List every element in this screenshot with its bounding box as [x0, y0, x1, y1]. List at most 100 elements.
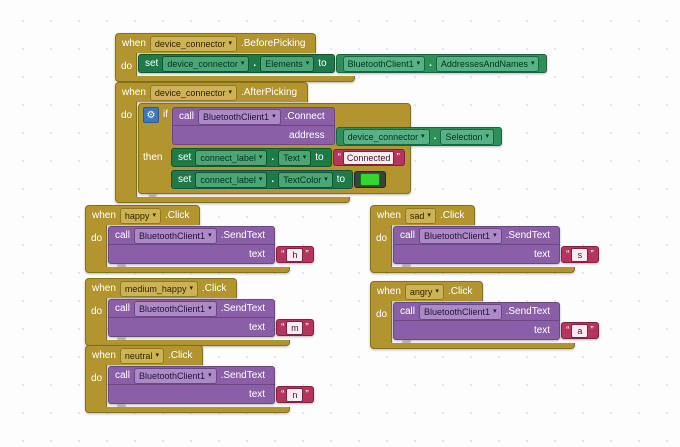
- event-block-neutral-click[interactable]: when neutral ▾ .Click do call BluetoothC…: [85, 345, 314, 413]
- if-block[interactable]: ⚙ if call BluetoothClient1 ▾ .Connect: [138, 103, 502, 198]
- text-string-block[interactable]: “ h ”: [276, 246, 314, 263]
- dropdown-arrow-icon: ▾: [416, 60, 421, 67]
- property-dropdown[interactable]: Selection ▾: [440, 128, 494, 145]
- text-string-block[interactable]: “ n ”: [276, 386, 314, 403]
- do-slot: do: [115, 53, 137, 76]
- property-getter-block[interactable]: device_connector ▾ . Selection ▾: [335, 127, 502, 146]
- arg-row: text: [393, 245, 561, 264]
- component-dropdown[interactable]: connect_label ▾: [195, 149, 268, 166]
- component-dropdown[interactable]: medium_happy ▾: [119, 280, 198, 297]
- open-quote-icon: “: [337, 151, 341, 163]
- text-string-block[interactable]: “ Connected ”: [332, 149, 405, 166]
- set-property-block[interactable]: set connect_label ▾ . TextColor ▾: [171, 170, 354, 189]
- event-content: ⚙ if call BluetoothClient1 ▾ .Connect: [137, 102, 502, 198]
- component-dropdown[interactable]: device_connector ▾: [162, 55, 250, 72]
- component-name: angry: [409, 286, 433, 297]
- mutator-gear-icon[interactable]: ⚙: [143, 107, 159, 123]
- component-dropdown[interactable]: sad ▾: [404, 207, 436, 224]
- component-dropdown[interactable]: device_connector ▾: [149, 84, 237, 101]
- dropdown-arrow-icon: ▾: [208, 305, 212, 312]
- call-sendtext-block[interactable]: call BluetoothClient1 ▾ .SendText text “: [393, 226, 599, 269]
- dropdown-arrow-icon: ▾: [302, 154, 307, 161]
- call-sendtext-block[interactable]: call BluetoothClient1 ▾ .SendText text “: [393, 302, 599, 345]
- component-dropdown[interactable]: neutral ▾: [119, 347, 164, 364]
- event-header[interactable]: when device_connector ▾ .BeforePicking: [115, 33, 317, 53]
- property-name: Elements: [265, 58, 303, 69]
- property-dropdown[interactable]: AddressesAndNames ▾: [435, 55, 540, 72]
- call-sendtext-block[interactable]: call BluetoothClient1 ▾ .SendText text “: [108, 366, 314, 409]
- event-header[interactable]: when sad ▾ .Click: [370, 205, 476, 225]
- method-name: .SendText: [505, 306, 551, 317]
- text-string-block[interactable]: “ s ”: [561, 246, 599, 263]
- event-header[interactable]: when medium_happy ▾ .Click: [85, 278, 238, 298]
- dot-separator: .: [433, 131, 437, 142]
- color-block[interactable]: [354, 171, 387, 188]
- dot-separator: .: [271, 174, 275, 185]
- call-sendtext-block[interactable]: call BluetoothClient1 ▾ .SendText text “: [108, 299, 314, 342]
- component-dropdown[interactable]: connect_label ▾: [195, 171, 268, 188]
- open-quote-icon: “: [281, 321, 285, 333]
- component-name: happy: [124, 210, 150, 221]
- open-quote-icon: “: [281, 248, 285, 260]
- event-body: do call BluetoothClient1 ▾ .SendText tex…: [370, 225, 599, 269]
- event-header[interactable]: when device_connector ▾ .AfterPicking: [115, 82, 309, 102]
- component-dropdown[interactable]: BluetoothClient1 ▾: [419, 227, 502, 244]
- string-value-field[interactable]: n: [286, 387, 304, 402]
- component-dropdown[interactable]: BluetoothClient1 ▾: [134, 300, 217, 317]
- event-block-foot: [85, 267, 290, 273]
- property-getter-block[interactable]: BluetoothClient1 ▾ . AddressesAndNames ▾: [335, 54, 548, 73]
- set-property-block[interactable]: set connect_label ▾ . Text ▾: [171, 148, 332, 167]
- component-dropdown[interactable]: device_connector ▾: [342, 128, 430, 145]
- call-connect-block[interactable]: call BluetoothClient1 ▾ .Connect address: [172, 107, 502, 150]
- call-row: call BluetoothClient1 ▾ .SendText: [108, 299, 276, 318]
- event-content: set device_connector ▾ . Elements ▾ to: [137, 53, 548, 76]
- string-value-field[interactable]: h: [286, 247, 304, 262]
- call-row: call BluetoothClient1 ▾ .SendText: [393, 226, 561, 245]
- component-name: sad: [409, 210, 425, 221]
- component-dropdown[interactable]: device_connector ▾: [149, 35, 237, 52]
- close-quote-icon: ”: [305, 388, 309, 400]
- string-value-field[interactable]: s: [571, 247, 589, 262]
- string-value-field[interactable]: a: [571, 323, 589, 338]
- arg-row: text: [108, 245, 276, 264]
- call-sendtext-block[interactable]: call BluetoothClient1 ▾ .SendText text “: [108, 226, 314, 269]
- event-block-angry-click[interactable]: when angry ▾ .Click do call BluetoothCli…: [370, 281, 599, 349]
- property-dropdown[interactable]: Text ▾: [278, 149, 312, 166]
- component-dropdown[interactable]: BluetoothClient1 ▾: [198, 108, 281, 125]
- event-header[interactable]: when neutral ▾ .Click: [85, 345, 204, 365]
- address-arg-label: address: [289, 129, 325, 141]
- event-block-before-picking[interactable]: when device_connector ▾ .BeforePicking d…: [115, 33, 548, 82]
- dropdown-arrow-icon: ▾: [530, 60, 535, 67]
- component-dropdown[interactable]: BluetoothClient1 ▾: [342, 55, 426, 72]
- component-dropdown[interactable]: BluetoothClient1 ▾: [134, 227, 217, 244]
- color-swatch[interactable]: [360, 173, 381, 186]
- close-quote-icon: ”: [590, 248, 594, 260]
- event-header[interactable]: when angry ▾ .Click: [370, 281, 484, 301]
- property-dropdown[interactable]: Elements ▾: [260, 55, 315, 72]
- component-name: BluetoothClient1: [424, 306, 491, 317]
- component-dropdown[interactable]: BluetoothClient1 ▾: [419, 303, 502, 320]
- dropdown-arrow-icon: ▾: [272, 113, 276, 120]
- event-header[interactable]: when happy ▾ .Click: [85, 205, 201, 225]
- arg-row: address: [172, 126, 335, 145]
- string-value-field[interactable]: Connected: [342, 150, 395, 165]
- set-property-block[interactable]: set device_connector ▾ . Elements ▾ to: [138, 54, 335, 73]
- event-block-medium-happy-click[interactable]: when medium_happy ▾ .Click do call Bluet…: [85, 278, 314, 346]
- when-label: when: [377, 210, 401, 221]
- event-block-happy-click[interactable]: when happy ▾ .Click do call BluetoothCli…: [85, 205, 314, 273]
- event-block-after-picking[interactable]: when device_connector ▾ .AfterPicking do…: [115, 82, 502, 203]
- event-block-sad-click[interactable]: when sad ▾ .Click do call BluetoothClien…: [370, 205, 599, 273]
- arg-plug: device_connector ▾ . Selection ▾: [335, 127, 502, 146]
- property-dropdown[interactable]: TextColor ▾: [278, 171, 333, 188]
- text-arg-label: text: [248, 388, 266, 400]
- component-dropdown[interactable]: happy ▾: [119, 207, 161, 224]
- text-string-block[interactable]: “ m ”: [276, 319, 314, 336]
- event-block-foot: [85, 407, 290, 413]
- set-label: set: [178, 174, 192, 185]
- string-value-field[interactable]: m: [286, 320, 304, 335]
- component-dropdown[interactable]: angry ▾: [404, 283, 444, 300]
- component-dropdown[interactable]: BluetoothClient1 ▾: [134, 367, 217, 384]
- text-string-block[interactable]: “ a ”: [561, 322, 599, 339]
- close-quote-icon: ”: [396, 151, 400, 163]
